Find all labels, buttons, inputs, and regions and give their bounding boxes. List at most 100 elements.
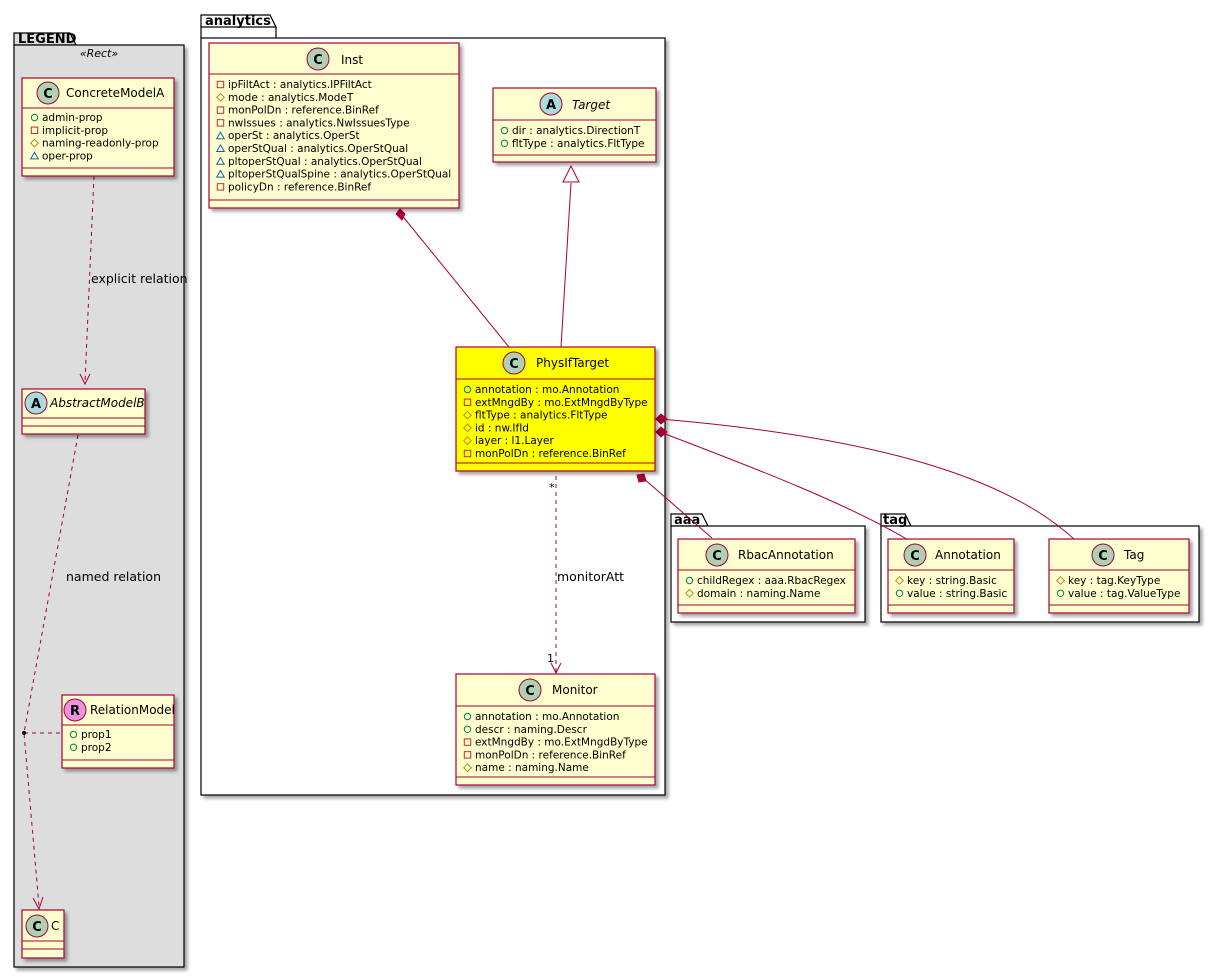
svg-text:R: R: [70, 704, 80, 719]
class-inst: C Inst ipFiltAct : analytics.IPFiltActmo…: [208, 42, 460, 209]
public-visibility-icon: [463, 712, 472, 721]
svg-text:A: A: [546, 98, 556, 113]
attribute: descr : naming.Descr: [475, 724, 588, 736]
class-name: Monitor: [552, 683, 598, 697]
class-name: RbacAnnotation: [738, 548, 834, 562]
attribute: fltType : analytics.FltType: [475, 410, 608, 422]
class-name: RelationModel: [90, 703, 175, 717]
attribute: pltoperStQualSpine : analytics.OperStQua…: [228, 169, 451, 181]
class-circle-icon: C: [518, 678, 542, 702]
package-visibility-icon: [215, 169, 226, 178]
private-visibility-icon: [463, 398, 472, 407]
svg-text:A: A: [31, 397, 41, 412]
svg-text:C: C: [1098, 549, 1108, 564]
protected-visibility-icon: [462, 763, 473, 773]
attribute: value : tag.ValueType: [1068, 588, 1180, 600]
class-name: Tag: [1123, 548, 1144, 562]
public-visibility-icon: [685, 576, 694, 585]
attribute: name : naming.Name: [475, 762, 589, 774]
aaa-package-name: aaa: [674, 513, 700, 528]
attribute: extMngdBy : mo.ExtMngdByType: [475, 737, 648, 749]
class-circle-icon: C: [1091, 543, 1115, 567]
explicit-relation-label: explicit relation: [91, 271, 188, 286]
attribute: layer : l1.Layer: [475, 435, 554, 447]
private-visibility-icon: [30, 126, 39, 134]
private-visibility-icon: [216, 80, 225, 89]
package-visibility-icon: [29, 151, 40, 160]
class-name: Target: [572, 98, 611, 112]
class-concrete-model-a: C ConcreteModelA admin-propimplicit-prop…: [21, 77, 175, 177]
class-name: AbstractModelB: [49, 396, 145, 410]
rbac-composition-diamond: [636, 473, 647, 483]
attribute: mode : analytics.ModeT: [228, 92, 354, 104]
attribute: extMngdBy : mo.ExtMngdByType: [475, 397, 648, 409]
explicit-relation-line: [84, 175, 95, 383]
class-name: ConcreteModelA: [66, 86, 165, 100]
generalization-triangle: [562, 164, 580, 183]
attribute: nwIssues : analytics.NwIssuesType: [228, 117, 410, 129]
attribute: oper-prop: [42, 150, 93, 162]
private-visibility-icon: [216, 106, 225, 114]
attribute: prop2: [81, 742, 112, 754]
private-visibility-icon: [463, 738, 472, 746]
protected-visibility-icon: [462, 436, 473, 446]
class-name: PhysIfTarget: [536, 356, 609, 370]
attribute: id : nw.IfId: [475, 422, 529, 434]
private-visibility-icon: [216, 183, 225, 191]
class-circle-icon: C: [705, 543, 729, 567]
legend-package-name: LEGEND: [18, 32, 77, 47]
svg-text:C: C: [525, 684, 535, 699]
protected-visibility-icon: [1055, 575, 1066, 586]
attribute: monPolDn : reference.BinRef: [228, 105, 379, 117]
protected-visibility-icon: [684, 588, 695, 598]
public-visibility-icon: [30, 113, 39, 122]
class-circle-icon: C: [36, 81, 60, 105]
svg-text:C: C: [43, 87, 53, 102]
attribute: annotation : mo.Annotation: [475, 711, 619, 723]
attribute-list: admin-propimplicit-propnaming-readonly-p…: [29, 112, 159, 162]
private-visibility-icon: [463, 751, 472, 759]
protected-visibility-icon: [462, 423, 473, 433]
legend-stereotype: «Rect»: [80, 47, 119, 60]
legend-package: LEGEND «Rect»: [13, 32, 185, 968]
attribute: operSt : analytics.OperSt: [228, 130, 360, 142]
tag-composition-line: [659, 418, 1076, 541]
private-visibility-icon: [216, 119, 225, 127]
public-visibility-icon: [463, 385, 472, 394]
abstract-circle-icon: A: [539, 92, 563, 116]
class-circle-icon: C: [306, 47, 330, 71]
attribute: monPolDn : reference.BinRef: [475, 448, 626, 460]
attribute: annotation : mo.Annotation: [475, 384, 619, 396]
monitor-dependency-arrowhead: [550, 662, 562, 675]
private-visibility-icon: [463, 449, 472, 458]
generalization-line: [560, 182, 572, 348]
analytics-package-name: analytics: [205, 14, 271, 29]
class-target: A Target dir : analytics.DirectionTfltTy…: [492, 87, 657, 163]
attribute: pltoperStQual : analytics.OperStQual: [228, 156, 422, 168]
class-name: C: [51, 919, 59, 933]
inst-composition-line: [399, 212, 510, 348]
public-visibility-icon: [69, 743, 78, 751]
class-physif-target: C PhysIfTarget annotation : mo.Annotatio…: [455, 346, 656, 472]
tag-package-name: tag: [883, 513, 907, 528]
multiplicity-from: *: [549, 481, 555, 494]
multiplicity-to: 1: [547, 652, 554, 665]
named-relation-label: named relation: [66, 569, 161, 584]
attribute: dir : analytics.DirectionT: [512, 125, 641, 137]
public-visibility-icon: [1056, 589, 1065, 597]
attribute: monPolDn : reference.BinRef: [475, 749, 626, 761]
protected-visibility-icon: [215, 92, 226, 102]
attribute: fltType : analytics.FltType: [512, 138, 645, 150]
rbac-composition-line: [642, 477, 713, 539]
